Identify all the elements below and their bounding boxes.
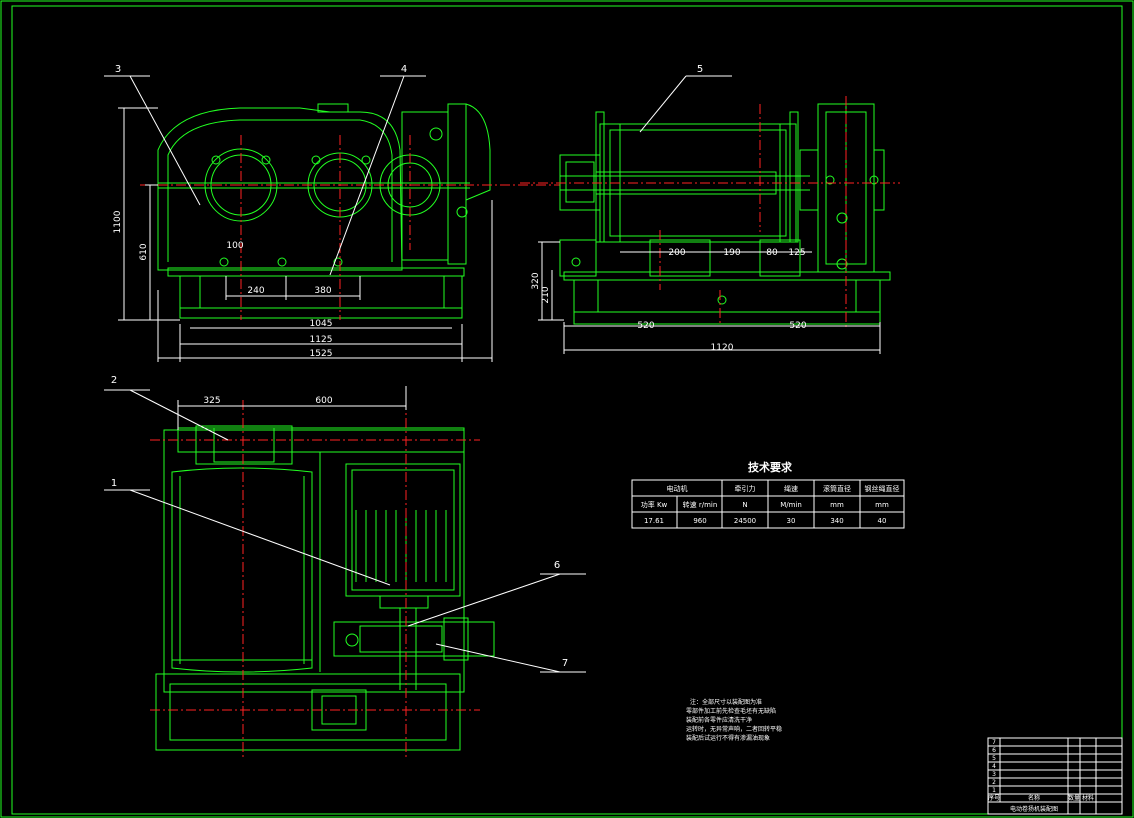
dim-seg-c: 80 (766, 248, 778, 258)
tech-sub-power: 功率 Kw (641, 500, 668, 509)
title-label-name: 名称 (1028, 794, 1040, 802)
dim-offset-small: 100 (226, 241, 243, 251)
dim-seg-b: 190 (723, 248, 740, 258)
tech-header-force: 牵引力 (735, 484, 756, 493)
dim-top-left: 325 (203, 396, 220, 406)
title-row-6: 6 (992, 747, 996, 754)
balloon-leaders (104, 75, 732, 673)
note-3: 装配前各零件应清洗干净 (686, 716, 752, 724)
tech-header-rope: 钢丝绳直径 (865, 484, 900, 493)
tech-sub-speed: M/min (780, 501, 802, 509)
dim-height-a: 320 (531, 272, 541, 289)
dim-top-right: 600 (315, 396, 332, 406)
dim-seg-a: 200 (668, 248, 685, 258)
tech-val-speed: 30 (787, 517, 796, 525)
note-1: 注：全部尺寸以装配图为准 (690, 698, 762, 706)
note-5: 装配后试运行不得有渗漏油现象 (686, 734, 770, 742)
front-view: 1100 610 100 240 380 1045 1125 1525 (113, 103, 560, 362)
title-drawing-name: 电动卷扬机装配图 (1010, 805, 1058, 813)
tech-sub-rope: mm (875, 501, 889, 509)
notes: 注：全部尺寸以装配图为准 零部件加工前先检查毛坯有无缺陷 装配前各零件应清洗干净… (686, 698, 782, 742)
dim-base-right: 520 (789, 321, 806, 331)
title-label-qty: 数量 (1068, 794, 1080, 802)
title-label-material: 材料 (1082, 794, 1094, 802)
dim-height-b: 210 (541, 286, 551, 303)
balloon-1: 1 (111, 478, 117, 489)
side-view: 200 190 80 125 320 210 520 520 1120 (520, 96, 900, 354)
tech-header-speed: 绳速 (784, 484, 798, 493)
title-row-5: 5 (992, 755, 996, 762)
dim-seg-d: 125 (788, 248, 805, 258)
note-4: 运转时，无异常声响，二者回转平稳 (686, 725, 782, 733)
tech-table-title: 技术要求 (748, 460, 793, 474)
dim-base-left: 520 (637, 321, 654, 331)
note-2: 零部件加工前先检查毛坯有无缺陷 (686, 707, 776, 715)
balloon-5: 5 (697, 64, 703, 75)
balloon-3: 3 (115, 64, 121, 75)
tech-val-rope: 40 (878, 517, 887, 525)
title-row-1: 1 (992, 787, 996, 794)
tech-table: 技术要求 电动机 牵引力 绳速 滚筒直径 钢丝绳直径 功率 Kw 转速 r/mi… (631, 460, 905, 529)
title-row-4: 4 (992, 763, 996, 770)
tech-val-drum: 340 (830, 517, 843, 525)
dim-base-total: 1120 (711, 343, 734, 353)
title-row-7: 7 (992, 739, 996, 746)
title-row-3: 3 (992, 771, 996, 778)
title-row-2: 2 (992, 779, 996, 786)
dim-height-axis: 610 (139, 243, 149, 260)
tech-sub-force: N (742, 501, 747, 509)
balloon-7: 7 (562, 658, 568, 669)
dim-width-total: 1525 (310, 349, 333, 359)
title-block: 7 6 5 4 3 2 1 序号 名称 数量 材料 电动卷扬机装配图 (987, 737, 1123, 815)
dim-spacing-b: 380 (314, 286, 331, 296)
tech-sub-rpm: 转速 r/min (683, 500, 718, 509)
dim-width-inner: 1045 (310, 319, 333, 329)
tech-val-power: 17.61 (644, 517, 664, 525)
dim-width-mid: 1125 (310, 335, 333, 345)
dim-spacing-a: 240 (247, 286, 264, 296)
title-label-index: 序号 (988, 794, 1000, 802)
top-view: 325 600 (150, 386, 495, 760)
tech-header-drum: 滚筒直径 (823, 484, 851, 493)
tech-val-force: 24500 (734, 517, 756, 525)
balloon-6: 6 (554, 560, 560, 571)
tech-sub-drum: mm (830, 501, 844, 509)
tech-val-rpm: 960 (693, 517, 706, 525)
dim-height-total: 1100 (113, 210, 123, 233)
tech-header-motor: 电动机 (667, 484, 688, 493)
balloon-4: 4 (401, 64, 407, 75)
balloon-labels: 3 4 5 2 1 6 7 (111, 64, 703, 669)
balloon-2: 2 (111, 375, 117, 386)
